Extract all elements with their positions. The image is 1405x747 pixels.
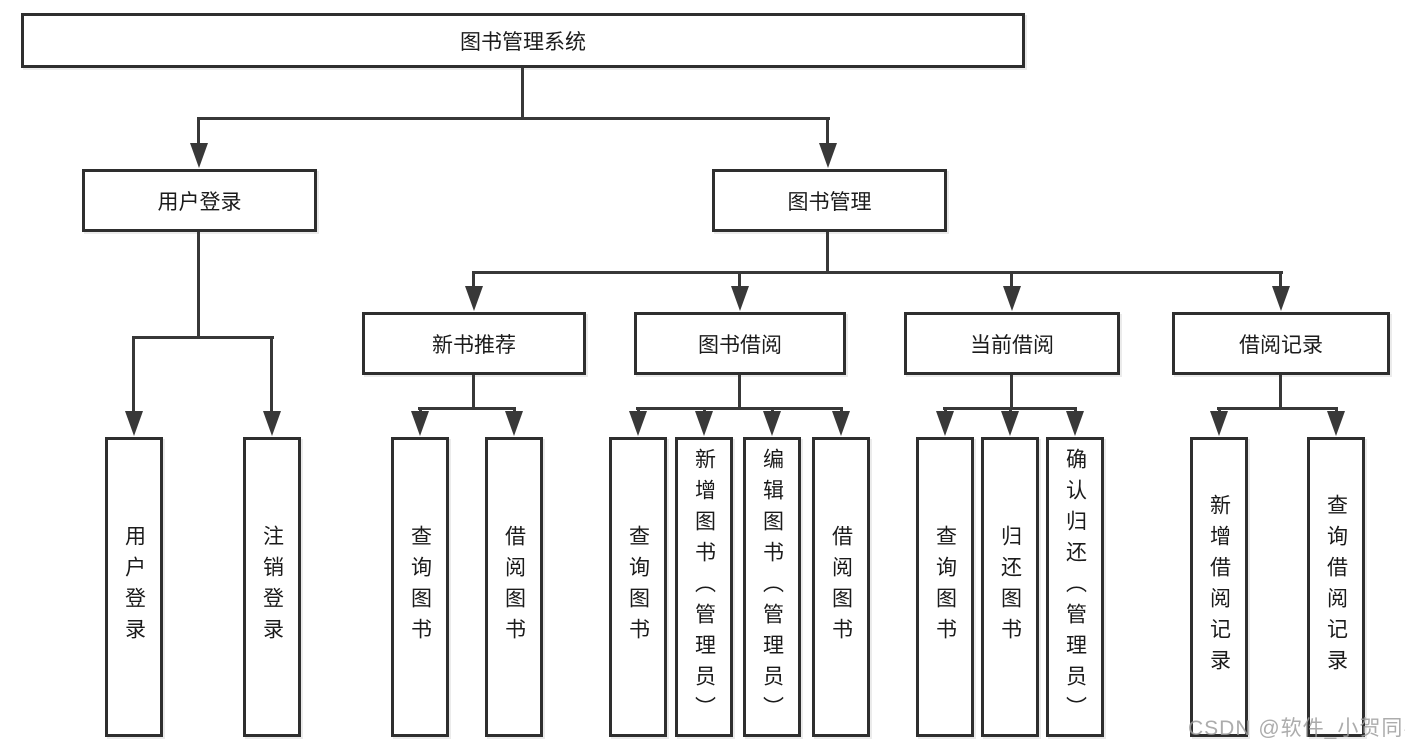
connector-line: [197, 117, 830, 120]
leaf-query-books-recommend: 查询图书: [391, 437, 449, 737]
arrowhead: [1272, 286, 1290, 311]
leaf-label: 确认归还（管理员）: [1063, 447, 1087, 727]
arrowhead: [1210, 411, 1228, 436]
leaf-label: 用户登录: [122, 525, 146, 649]
arrowhead: [465, 286, 483, 311]
node-user-login: 用户登录: [82, 169, 317, 232]
arrowhead: [731, 286, 749, 311]
leaf-label: 借阅图书: [502, 525, 526, 649]
arrowhead: [263, 411, 281, 436]
node-book-management: 图书管理: [712, 169, 947, 232]
leaf-query-borrow-record: 查询借阅记录: [1307, 437, 1365, 737]
connector-line: [197, 117, 200, 147]
arrowhead: [936, 411, 954, 436]
connector-line: [636, 407, 843, 410]
node-new-book-recommendation: 新书推荐: [362, 312, 586, 375]
leaf-confirm-return-admin: 确认归还（管理员）: [1046, 437, 1104, 737]
connector-line: [1010, 375, 1013, 410]
connector-line: [1010, 271, 1013, 291]
csdn-watermark: CSDN @软件_小贺同学: [1188, 717, 1405, 740]
leaf-borrow-books-borrowing: 借阅图书: [812, 437, 870, 737]
arrowhead: [832, 411, 850, 436]
leaf-label: 编辑图书（管理员）: [760, 447, 784, 727]
node-book-borrowing: 图书借阅: [634, 312, 846, 375]
connector-line: [1279, 271, 1282, 291]
leaf-return-books: 归还图书: [981, 437, 1039, 737]
connector-line: [472, 375, 475, 410]
leaf-label: 查询图书: [933, 525, 957, 649]
connector-line: [521, 68, 524, 119]
leaf-borrow-books-recommend: 借阅图书: [485, 437, 543, 737]
connector-line: [738, 271, 741, 291]
leaf-edit-books-admin: 编辑图书（管理员）: [743, 437, 801, 737]
leaf-query-books-current: 查询图书: [916, 437, 974, 737]
leaf-label: 查询图书: [408, 525, 432, 649]
arrowhead: [190, 143, 208, 168]
node-borrowing-records: 借阅记录: [1172, 312, 1390, 375]
arrowhead: [411, 411, 429, 436]
node-library-management-system: 图书管理系统: [21, 13, 1025, 68]
connector-line: [132, 336, 135, 414]
arrowhead: [505, 411, 523, 436]
arrowhead: [125, 411, 143, 436]
connector-line: [1279, 375, 1282, 410]
connector-line: [472, 271, 475, 291]
arrowhead: [819, 143, 837, 168]
connector-line: [270, 336, 273, 414]
arrowhead: [1327, 411, 1345, 436]
arrowhead: [629, 411, 647, 436]
connector-line: [197, 232, 200, 339]
leaf-label: 查询借阅记录: [1324, 494, 1348, 680]
arrowhead: [1003, 286, 1021, 311]
leaf-label: 归还图书: [998, 525, 1022, 649]
node-current-borrowing: 当前借阅: [904, 312, 1120, 375]
leaf-logout: 注销登录: [243, 437, 301, 737]
leaf-add-books-admin: 新增图书（管理员）: [675, 437, 733, 737]
arrowhead: [695, 411, 713, 436]
leaf-user-login: 用户登录: [105, 437, 163, 737]
connector-line: [826, 117, 829, 147]
leaf-label: 注销登录: [260, 525, 284, 649]
arrowhead: [1066, 411, 1084, 436]
leaf-label: 查询图书: [626, 525, 650, 649]
leaf-query-books-borrowing: 查询图书: [609, 437, 667, 737]
connector-line: [418, 407, 516, 410]
connector-line: [472, 271, 1283, 274]
leaf-add-borrow-record: 新增借阅记录: [1190, 437, 1248, 737]
connector-line: [132, 336, 274, 339]
connector-line: [738, 375, 741, 410]
connector-line: [1217, 407, 1338, 410]
leaf-label: 新增图书（管理员）: [692, 447, 716, 727]
arrowhead: [1001, 411, 1019, 436]
leaf-label: 借阅图书: [829, 525, 853, 649]
arrowhead: [763, 411, 781, 436]
connector-line: [826, 232, 829, 274]
leaf-label: 新增借阅记录: [1207, 494, 1231, 680]
